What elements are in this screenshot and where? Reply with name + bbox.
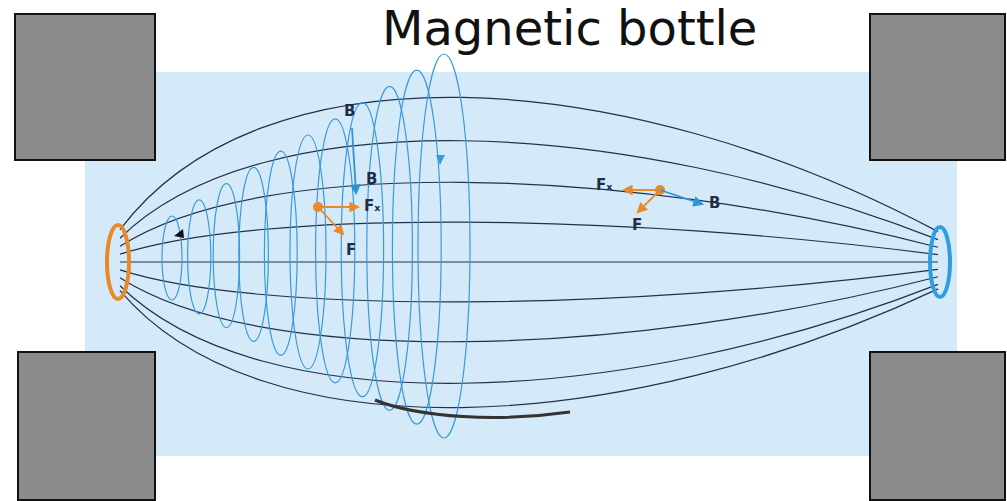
ring-arrowhead bbox=[436, 155, 445, 165]
fx-vector bbox=[318, 206, 358, 208]
magnet-block bbox=[15, 14, 155, 160]
f-vector bbox=[318, 207, 343, 234]
left-coil bbox=[107, 225, 129, 299]
current-ring bbox=[264, 151, 297, 355]
field-line bbox=[120, 269, 938, 302]
field-line bbox=[120, 97, 938, 231]
fx-vector bbox=[624, 189, 660, 191]
b-vector bbox=[352, 128, 356, 193]
current-ring bbox=[290, 135, 326, 369]
field-line bbox=[120, 284, 938, 383]
background-panel bbox=[85, 72, 957, 456]
current-rings bbox=[162, 54, 470, 438]
magnet-block bbox=[870, 14, 1005, 160]
diagram-title: Magnetic bottle bbox=[382, 4, 757, 52]
field-line bbox=[120, 289, 938, 408]
vector-label: B bbox=[344, 104, 355, 119]
current-ring bbox=[162, 216, 182, 300]
current-ring bbox=[392, 70, 441, 424]
right-coil bbox=[930, 227, 950, 297]
vector-label: F bbox=[346, 243, 356, 258]
field-line bbox=[120, 141, 938, 240]
vector-label: Fₓ bbox=[596, 178, 612, 193]
field-arrowhead bbox=[174, 229, 184, 238]
vector-label: B bbox=[366, 172, 377, 187]
current-ring bbox=[341, 103, 383, 397]
current-ring bbox=[213, 184, 239, 328]
magnet-block bbox=[870, 352, 1005, 500]
f-vector bbox=[638, 190, 660, 212]
current-ring bbox=[367, 86, 413, 410]
magnet-block bbox=[18, 352, 155, 500]
field-line bbox=[120, 222, 938, 255]
vector-label: Fₓ bbox=[364, 199, 380, 214]
current-ring bbox=[188, 200, 211, 314]
ring-edge bbox=[375, 400, 570, 417]
current-ring bbox=[418, 54, 470, 438]
vector-label: B bbox=[709, 196, 720, 211]
vector-label: F bbox=[632, 218, 642, 233]
b-vector bbox=[660, 190, 702, 204]
field-line bbox=[120, 261, 938, 262]
field-lines bbox=[120, 97, 938, 407]
